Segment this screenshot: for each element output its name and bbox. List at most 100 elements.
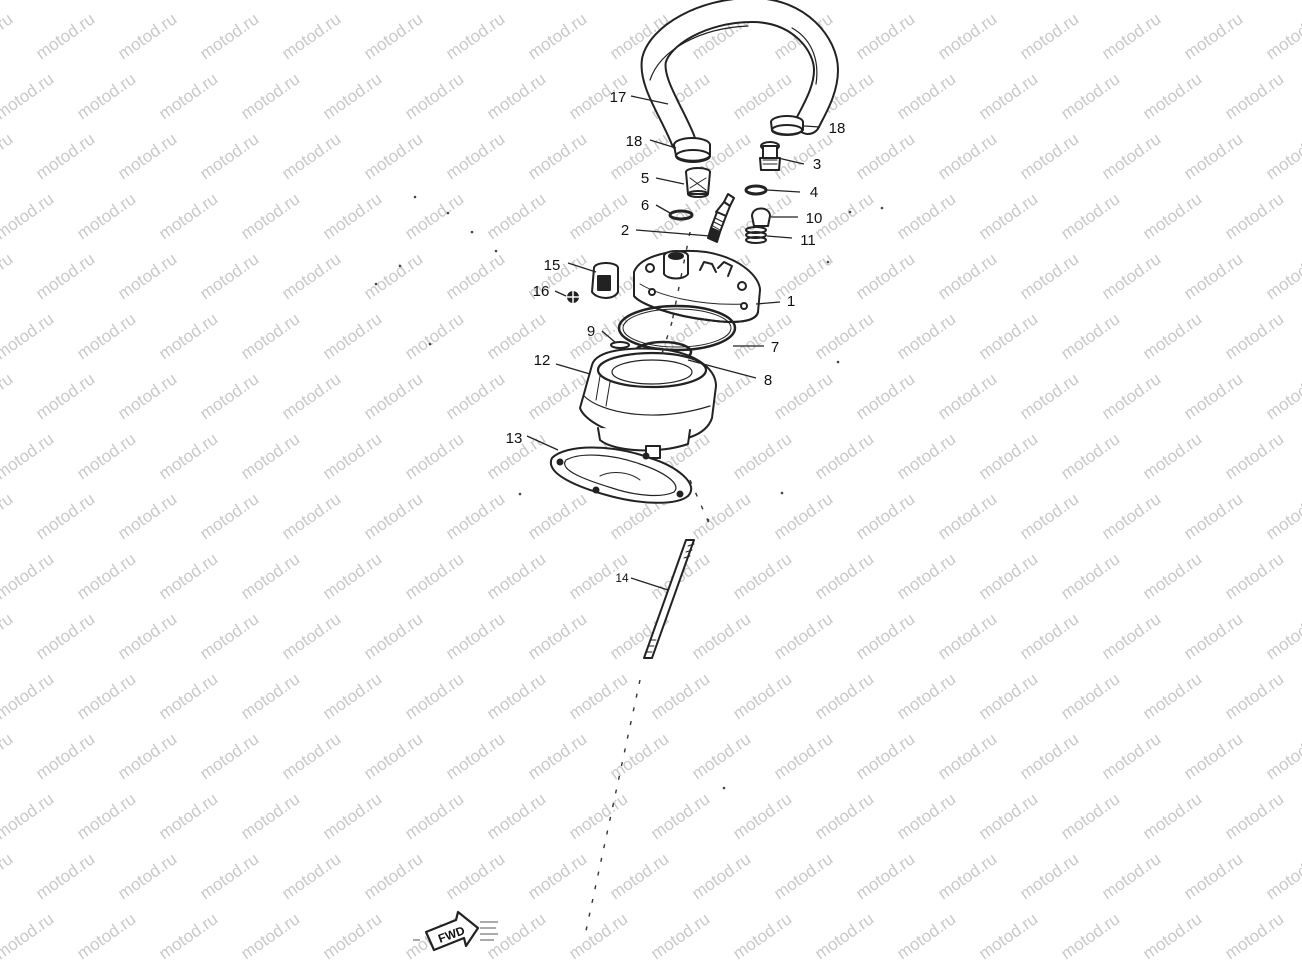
- washer-6: [668, 209, 694, 221]
- leader-lines: [526, 95, 821, 591]
- watermark-text: motod.ru: [483, 549, 549, 603]
- callout-1: 1: [787, 293, 795, 310]
- callout-13: 13: [506, 430, 523, 447]
- watermark-text: motod.ru: [1057, 0, 1123, 3]
- watermark-text: motod.ru: [278, 489, 344, 543]
- watermark-text: motod.ru: [975, 549, 1041, 603]
- watermark-text: motod.ru: [401, 549, 467, 603]
- watermark-text: motod.ru: [1016, 489, 1082, 543]
- watermark-text: motod.ru: [0, 609, 16, 663]
- watermark-text: motod.ru: [0, 909, 57, 963]
- watermark-text: motod.ru: [893, 909, 959, 963]
- watermark-text: motod.ru: [401, 669, 467, 723]
- watermark-text: motod.ru: [811, 0, 877, 3]
- o-ring-4: [744, 184, 768, 196]
- watermark-text: motod.ru: [1139, 309, 1205, 363]
- watermark-text: motod.ru: [114, 609, 180, 663]
- watermark-text: motod.ru: [237, 789, 303, 843]
- watermark-text: motod.ru: [278, 369, 344, 423]
- watermark-text: motod.ru: [811, 669, 877, 723]
- hose-clamp-18-right: [770, 115, 804, 136]
- watermark-text: motod.ru: [770, 849, 836, 903]
- watermark-text: motod.ru: [196, 489, 262, 543]
- watermark-text: motod.ru: [155, 429, 221, 483]
- watermark-text: motod.ru: [1098, 489, 1164, 543]
- watermark-text: motod.ru: [278, 129, 344, 183]
- thermostat-15: [591, 262, 619, 299]
- watermark-text: motod.ru: [196, 129, 262, 183]
- watermark-text: motod.ru: [360, 9, 426, 63]
- watermark-text: motod.ru: [483, 909, 549, 963]
- watermark-text: motod.ru: [893, 309, 959, 363]
- watermark-text: motod.ru: [1221, 669, 1287, 723]
- watermark-text: motod.ru: [1221, 309, 1287, 363]
- watermark-text: motod.ru: [278, 849, 344, 903]
- watermark-text: motod.ru: [811, 789, 877, 843]
- watermark-text: motod.ru: [852, 609, 918, 663]
- watermark-text: motod.ru: [811, 309, 877, 363]
- callout-17: 17: [610, 89, 627, 106]
- watermark-text: motod.ru: [237, 0, 303, 3]
- watermark-text: motod.ru: [1221, 0, 1287, 3]
- watermark-text: motod.ru: [1139, 669, 1205, 723]
- watermark-text: motod.ru: [401, 429, 467, 483]
- watermark-text: motod.ru: [1098, 249, 1164, 303]
- fwd-direction-sign: FWD: [413, 910, 498, 952]
- watermark-text: motod.ru: [1098, 849, 1164, 903]
- watermark-text: motod.ru: [237, 309, 303, 363]
- watermark-text: motod.ru: [1139, 429, 1205, 483]
- watermark-text: motod.ru: [852, 849, 918, 903]
- watermark-text: motod.ru: [155, 909, 221, 963]
- watermark-text: motod.ru: [1057, 789, 1123, 843]
- watermark-text: motod.ru: [524, 849, 590, 903]
- watermark-text: motod.ru: [196, 249, 262, 303]
- watermark-text: motod.ru: [0, 0, 57, 3]
- watermark-text: motod.ru: [893, 189, 959, 243]
- watermark-text: motod.ru: [196, 729, 262, 783]
- watermark-text: motod.ru: [934, 849, 1000, 903]
- watermark-text: motod.ru: [975, 789, 1041, 843]
- watermark-text: motod.ru: [237, 549, 303, 603]
- watermark-text: motod.ru: [647, 789, 713, 843]
- watermark-text: motod.ru: [1098, 369, 1164, 423]
- watermark-text: motod.ru: [934, 609, 1000, 663]
- callout-11: 11: [800, 232, 816, 249]
- watermark-text: motod.ru: [442, 609, 508, 663]
- watermark-text: motod.ru: [1221, 789, 1287, 843]
- watermark-text: motod.ru: [975, 669, 1041, 723]
- watermark-text: motod.ru: [1221, 429, 1287, 483]
- watermark-text: motod.ru: [155, 0, 221, 3]
- watermark-text: motod.ru: [0, 489, 16, 543]
- cap-10: [751, 207, 771, 227]
- watermark-text: motod.ru: [114, 849, 180, 903]
- watermark-text: motod.ru: [0, 9, 16, 63]
- watermark-text: motod.ru: [893, 549, 959, 603]
- watermark-text: motod.ru: [1262, 249, 1302, 303]
- watermark-text: motod.ru: [73, 549, 139, 603]
- base-gasket-13: [549, 446, 693, 504]
- watermark-text: motod.ru: [401, 189, 467, 243]
- watermark-text: motod.ru: [278, 249, 344, 303]
- watermark-text: motod.ru: [32, 609, 98, 663]
- watermark-text: motod.ru: [32, 129, 98, 183]
- watermark-text: motod.ru: [360, 129, 426, 183]
- watermark-text: motod.ru: [1016, 9, 1082, 63]
- watermark-text: motod.ru: [852, 489, 918, 543]
- watermark-text: motod.ru: [0, 549, 57, 603]
- watermark-text: motod.ru: [155, 549, 221, 603]
- watermark-text: motod.ru: [1057, 549, 1123, 603]
- watermark-text: motod.ru: [647, 909, 713, 963]
- watermark-text: motod.ru: [934, 9, 1000, 63]
- cylinder-head-1: [633, 250, 761, 323]
- head-gasket-7: [617, 304, 737, 352]
- cylinder-12: [579, 347, 717, 459]
- watermark-text: motod.ru: [73, 69, 139, 123]
- watermark-text: motod.ru: [319, 69, 385, 123]
- watermark-text: motod.ru: [483, 69, 549, 123]
- watermark-text: motod.ru: [688, 489, 754, 543]
- callout-6: 6: [641, 197, 649, 214]
- watermark-text: motod.ru: [1016, 249, 1082, 303]
- watermark-text: motod.ru: [1139, 909, 1205, 963]
- hose-17: [640, 0, 839, 153]
- watermark-text: motod.ru: [319, 789, 385, 843]
